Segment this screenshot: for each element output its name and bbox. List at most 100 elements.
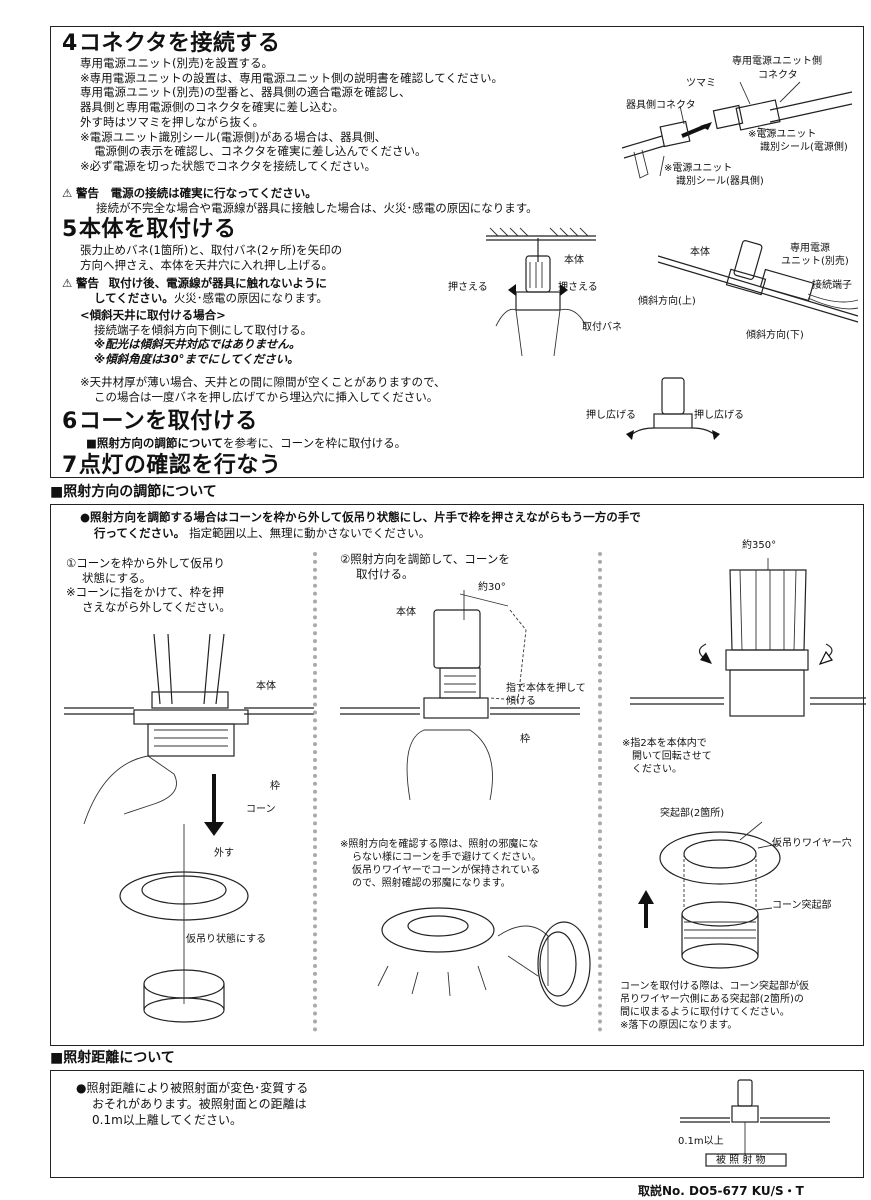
col2-note: ※照射方向を確認する際は、照射の邪魔にな <box>340 839 539 850</box>
document-number: 取説No. DO5-677 KU/S・T <box>638 1184 804 1198</box>
step4-line: 専用電源ユニット(別売)の型番と、器具側の適合電源を確認し、 <box>80 85 411 100</box>
col2-note: らない様にコーンを手で避けてください。 <box>352 852 542 863</box>
label-col3-note-2: 開いて回転させて <box>632 751 712 762</box>
step4-line: 専用電源ユニット(別売)を設置する。 <box>80 56 273 70</box>
step5-line: 張力止めバネ(1箇所)と、取付バネ(2ヶ所)を矢印の <box>80 243 343 257</box>
label-col2-body: 本体 <box>396 607 416 618</box>
ceiling-install-illustration <box>486 227 596 357</box>
direction-intro-bold-1: ●照射方向を調節する場合はコーンを枠から外して仮吊り状態にし、片手で枠を押さえな… <box>80 510 641 524</box>
label-distance: 0.1m以上 <box>678 1136 724 1147</box>
label-slope-up: 傾斜方向(上) <box>638 296 696 307</box>
direction-intro-bold-2: 行ってください。 <box>94 526 186 540</box>
direction-col2-note: ※照射方向を確認する際は、照射の邪魔にな らない様にコーンを手で避けてください。… <box>340 838 541 890</box>
direction-section-title: ■照射方向の調節について <box>50 484 217 500</box>
label-col2-frame: 枠 <box>520 734 530 745</box>
step5-note-line: ※天井材厚が薄い場合、天井との間に隙間が空くことがありますので、 <box>80 375 446 389</box>
step5-slope-heading: <傾斜天井に取付ける場合> <box>80 308 226 322</box>
step5-note: ※天井材厚が薄い場合、天井との間に隙間が空くことがありますので、 この場合は一度… <box>80 375 446 404</box>
label-slope-down: 傾斜方向(下) <box>746 330 804 341</box>
connector-illustration <box>621 81 853 179</box>
label-spring: 取付バネ <box>582 322 622 333</box>
label-power-unit-1: 専用電源 <box>790 243 830 254</box>
label-col1-cone: コーン <box>246 804 276 815</box>
col1-note: さえながら外してください。 <box>82 600 231 615</box>
step4-body: 専用電源ユニット(別売)を設置する。 ※専用電源ユニットの設置は、専用電源ユニッ… <box>80 56 503 174</box>
label-rotation: 約350° <box>742 540 777 551</box>
direction-frame <box>50 504 864 1046</box>
col2-note: ので、照射確認の邪魔になります。 <box>352 878 511 889</box>
step6-title: コーンを取付ける <box>78 409 258 434</box>
step5-number: 5 <box>62 217 78 242</box>
direction-intro-1: ●照射方向を調節する場合はコーンを枠から外して仮吊り状態にし、片手で枠を押さえな… <box>80 510 641 525</box>
step4-title: コネクタを接続する <box>78 31 281 56</box>
col1-line: 状態にする。 <box>82 570 152 585</box>
step5-title: 本体を取付ける <box>78 217 237 242</box>
label-spread-left: 押し広げる <box>586 410 636 421</box>
label-protrusion: 突起部(2箇所) <box>660 808 725 819</box>
slope-install-illustration <box>657 240 859 323</box>
step4-line: ※電源ユニット識別シール(電源側)がある場合は、器具側、 <box>80 129 387 144</box>
label-unit-connector-2: コネクタ <box>758 70 798 81</box>
label-body-2: 本体 <box>690 247 710 258</box>
column-divider-2 <box>598 552 602 1032</box>
direction-col3-note: コーンを取付ける際は、コーン突起部が仮 吊りワイヤー穴側にある突起部(2箇所)の… <box>620 980 809 1032</box>
direction-col2-text: ②照射方向を調節して、コーンを 取付ける。 <box>340 552 510 581</box>
label-col1-remove: 外す <box>214 848 234 859</box>
col3-note: 間に収まるように取付けてください。 <box>620 1007 790 1018</box>
direction-col1-text: ①コーンを枠から外して仮吊り 状態にする。 ※コーンに指をかけて、枠を押 さえな… <box>66 556 231 615</box>
direction-intro-2: 行ってください。指定範囲以上、無理に動かさないでください。 <box>94 526 430 541</box>
step7-number: 7 <box>62 453 78 478</box>
step4-warning-label: 警告 <box>75 186 99 200</box>
col1-line: ①コーンを枠から外して仮吊り <box>66 556 225 570</box>
distance-line: ●照射距離により被照射面が変色･変質する <box>76 1081 309 1095</box>
step4-warning-text: 接続が不完全な場合や電源線が器具に接触した場合は、火災･感電の原因になります。 <box>96 201 538 215</box>
label-press-right: 押さえる <box>558 282 598 293</box>
column-divider-1 <box>313 552 317 1032</box>
step5-warning-text: 火災･感電の原因になります。 <box>173 290 328 305</box>
step4-number: 4 <box>62 31 78 56</box>
label-cone-protrusion: コーン突起部 <box>772 900 832 911</box>
label-col2-push-1: 指で本体を押して <box>506 683 586 694</box>
label-fixture-connector: 器具側コネクタ <box>626 100 696 111</box>
step5-note-line: この場合は一度バネを押し広げてから埋込穴に挿入してください。 <box>94 389 439 404</box>
spread-spring-illustration <box>626 377 720 440</box>
step4-heading: 4コネクタを接続する <box>62 32 280 56</box>
step5-warning-label: 警告 <box>75 276 99 290</box>
label-power-unit-2: ユニット(別売) <box>781 256 849 267</box>
cone-removal-illustration <box>64 633 314 1023</box>
distance-line: 0.1m以上離してください。 <box>92 1113 243 1127</box>
step5-slope-bold: ※配光は傾斜天井対応ではありません。 <box>94 337 301 352</box>
step5-slope-line: 接続端子を傾斜方向下側にして取付ける。 <box>94 322 313 337</box>
step5-slope-bold: ※傾斜角度は30°までにしてください。 <box>94 352 299 367</box>
col3-note: コーンを取付ける際は、コーン突起部が仮 <box>620 981 809 992</box>
step5-slope: <傾斜天井に取付ける場合> 接続端子を傾斜方向下側にして取付ける。 ※配光は傾斜… <box>80 308 312 367</box>
col2-note: 仮吊りワイヤーでコーンが保持されている <box>352 865 541 876</box>
label-seal-power-2: 識別シール(電源側) <box>760 142 848 153</box>
rotation-illustration <box>630 558 866 717</box>
label-col1-body: 本体 <box>256 681 276 692</box>
step6-heading: 6コーンを取付ける <box>62 410 258 434</box>
label-col2-angle: 約30° <box>478 582 506 593</box>
label-seal-power-1: ※電源ユニット <box>748 129 817 140</box>
distance-frame <box>50 1070 864 1178</box>
label-irradiated-object: 被 照 射 物 <box>716 1155 766 1166</box>
distance-text: ●照射距離により被照射面が変色･変質する おそれがあります。被照射面との距離は … <box>76 1080 308 1128</box>
step4-line: 外す時はツマミを押しながら抜く。 <box>80 114 264 129</box>
step6-line-rest: を参考に、コーンを枠に取付ける。 <box>223 436 407 450</box>
step4-line: 器具側と専用電源側のコネクタを確実に差し込む。 <box>80 100 345 115</box>
label-terminal: 接続端子 <box>812 280 852 291</box>
direction-intro-rest: 指定範囲以上、無理に動かさないでください。 <box>189 526 431 540</box>
col2-line: 取付ける。 <box>356 566 414 581</box>
step6-body: ■照射方向の調節についてを参考に、コーンを枠に取付ける。 <box>86 436 406 451</box>
label-col1-frame: 枠 <box>270 781 280 792</box>
distance-section-title: ■照射距離について <box>50 1050 175 1066</box>
warning-icon: ⚠ <box>62 186 73 200</box>
step4-line: ※必ず電源を切った状態でコネクタを接続してください。 <box>80 159 376 174</box>
direction-adjust-illustration <box>340 590 580 801</box>
label-seal-fixture-2: 識別シール(器具側) <box>676 176 764 187</box>
step5-warning: ⚠ 警告 取付け後、電源線が器具に触れないように してください。火災･感電の原因… <box>62 276 328 305</box>
label-col3-note-3: ください。 <box>632 764 682 775</box>
cone-aside-illustration <box>377 907 591 1007</box>
cone-attach-illustration <box>638 821 781 969</box>
label-wire-hole: 仮吊りワイヤー穴 <box>772 838 852 849</box>
